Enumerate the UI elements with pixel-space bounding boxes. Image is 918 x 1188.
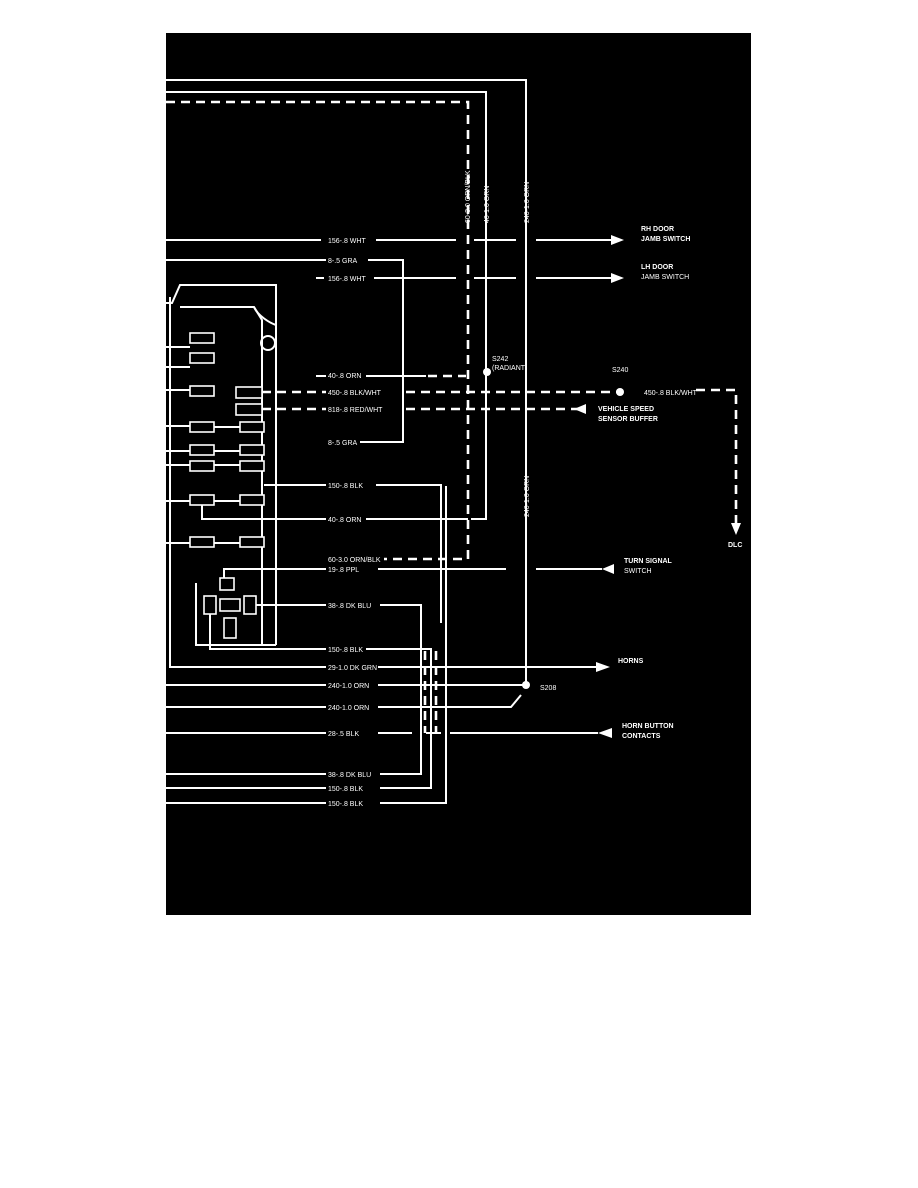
label-lh-door: LH DOOR [641,264,673,271]
pin-7 [239,444,265,456]
label-wire-w17: 28-.5 BLK [328,731,359,738]
pin-5 [239,421,265,433]
label-horns: HORNS [618,658,644,665]
pin-12 [189,536,215,548]
arrow-rh-door [611,235,624,245]
wire-38-upper [256,604,422,775]
arrow-turn [602,564,614,574]
arrow-horns [596,662,610,672]
label-wire-w1: 156-.8 WHT [328,238,366,245]
label-horn-button-contacts: CONTACTS [622,733,661,740]
label-vertical-240-mid: 240-1.0 ORN [524,476,531,517]
pin-3 [189,385,215,397]
label-wire-w5: 450-.8 BLK/WHT [328,390,382,397]
label-wire-w21: 450-.8 BLK/WHT [644,390,698,397]
pin-17 [243,595,257,615]
module-corner [253,306,277,326]
label-wire-w15: 240-1.0 ORN [328,683,369,690]
label-vss-buffer: SENSOR BUFFER [598,416,658,423]
pin-wires [166,425,240,544]
mounting-hole [260,335,276,351]
crossing-marks [423,651,438,733]
label-wire-w3: 156-.8 WHT [328,276,366,283]
wire-40-lower [201,505,468,520]
pin-8 [189,460,215,472]
label-wire-w9: 40-.8 ORN [328,517,361,524]
label-wire-w14: 29-1.0 DK GRN [328,665,377,672]
pin-9 [239,460,265,472]
wire-60-dashed [166,100,470,561]
pin-11 [239,494,265,506]
label-lh-door-switch: JAMB SWITCH [641,274,689,281]
wire-450-dlc [696,388,738,525]
pin-4 [189,421,215,433]
wire-8-top [166,259,404,443]
arrow-horn-button [598,728,612,738]
wire-150-mid [209,614,432,789]
label-rh-door: RH DOOR [641,226,674,233]
arrow-dlc [731,523,741,535]
label-wire-w19: 150-.8 BLK [328,786,363,793]
pin-6 [189,444,215,456]
label-dlc: DLC [728,542,742,549]
pin-10 [189,494,215,506]
pin-13 [239,536,265,548]
label-horn-button: HORN BUTTON [622,723,674,730]
splice-s242 [483,368,491,376]
wire-150-bottom-b [166,486,447,804]
wiring-diagram: 156-.8 WHT 8-.5 GRA 156-.8 WHT 40-.8 ORN… [166,79,742,808]
label-wire-w11: 19-.8 PPL [328,567,359,574]
splice-s240 [616,388,624,396]
label-wire-w2: 8-.5 GRA [328,258,358,265]
pin-1 [189,332,215,344]
label-wire-w6: 818-.8 RED/WHT [328,407,383,414]
wire-150-upper [264,484,442,623]
label-wire-w4: 40-.8 ORN [328,373,361,380]
wire-19-ppl [223,568,602,578]
arrow-lh-door [611,273,624,283]
label-turn-signal: TURN SIGNAL [624,558,673,565]
label-rh-door-switch: JAMB SWITCH [641,236,690,243]
wire-240-top [166,79,527,670]
module-bottom [195,583,276,646]
label-vss: VEHICLE SPEED [598,406,654,413]
label-vertical-60: 60-3.0 ORN/BLK [465,170,472,223]
pin-450 [235,386,263,399]
label-wire-w7: 8-.5 GRA [328,440,358,447]
pin-18 [223,617,237,639]
wire-29-dk-grn [169,297,596,668]
label-wire-w12: 38-.8 DK BLU [328,603,371,610]
pin-16 [219,598,241,612]
wiring-diagram-panel: 156-.8 WHT 8-.5 GRA 156-.8 WHT 40-.8 ORN… [166,33,751,915]
label-splice-s242-note: (RADIANT) [492,365,527,372]
label-wire-w8: 150-.8 BLK [328,483,363,490]
label-vertical-240-top: 240-1.0 ORN [524,182,531,223]
wire-240-b [166,694,522,708]
label-wire-w13: 150-.8 BLK [328,647,363,654]
label-wire-w10: 60-3.0 ORN/BLK [328,557,381,564]
label-splice-s240: S240 [612,367,628,374]
label-splice-s242: S242 [492,356,508,363]
label-wire-w20: 150-.8 BLK [328,801,363,808]
arrow-vss [574,404,586,414]
pin-818 [235,403,263,416]
pin-15 [203,595,217,615]
label-splice-s208: S208 [540,685,556,692]
label-vertical-40: 40-1.0 ORN [484,186,491,223]
label-turn-signal-switch: SWITCH [624,568,652,575]
label-wire-w18: 38-.8 DK BLU [328,772,371,779]
wire-40-top [166,91,487,520]
pin-14 [219,577,235,591]
label-wire-w16: 240-1.0 ORN [328,705,369,712]
pin-2 [189,352,215,364]
